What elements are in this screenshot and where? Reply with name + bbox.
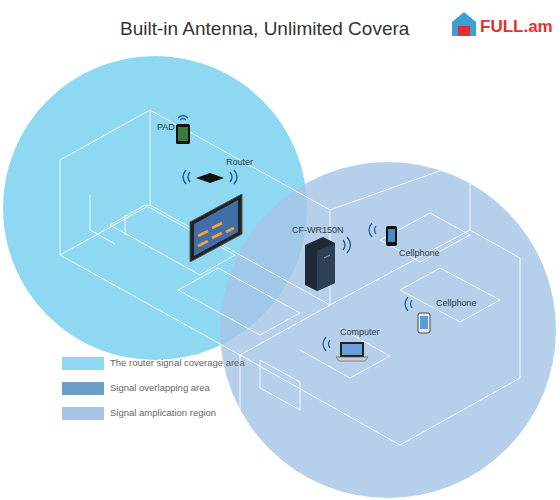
legend-swatch bbox=[62, 407, 104, 420]
device-label: Router bbox=[226, 157, 253, 167]
legend-text: Signal amplication region bbox=[110, 407, 216, 418]
amplification-circle bbox=[220, 162, 556, 498]
device-label: CF-WR150N bbox=[292, 225, 344, 235]
legend-text: The router signal coverage area bbox=[110, 357, 245, 368]
pad-icon bbox=[176, 116, 190, 145]
watermark-text: FULL.am bbox=[480, 17, 553, 37]
legend-swatch bbox=[62, 382, 104, 395]
router-icon bbox=[183, 170, 237, 184]
device-label: PAD bbox=[157, 122, 175, 132]
laptop-icon bbox=[323, 337, 368, 361]
legend-text: Signal overlapping area bbox=[110, 382, 210, 393]
device-label: Cellphone bbox=[399, 248, 440, 258]
cellphone-icon bbox=[369, 223, 397, 246]
diagram-title: Built-in Antenna, Unlimited Covera bbox=[120, 18, 409, 40]
cellphone-icon bbox=[405, 297, 430, 333]
device-label: Cellphone bbox=[436, 298, 477, 308]
tv-icon bbox=[190, 194, 242, 262]
house-wireframe bbox=[60, 110, 520, 470]
legend-swatch bbox=[62, 357, 104, 370]
cf-wr150n-extender-icon bbox=[305, 237, 351, 291]
watermark-logo bbox=[452, 12, 476, 36]
device-label: Computer bbox=[340, 327, 380, 337]
